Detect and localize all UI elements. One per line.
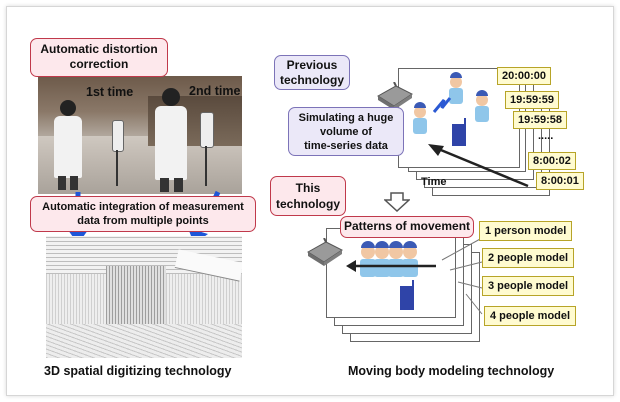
timestamp-label: 8:00:02 bbox=[528, 152, 576, 170]
down-arrow-icon bbox=[384, 192, 410, 212]
previous-technology-label: Previous technology bbox=[274, 55, 350, 90]
person-icon bbox=[413, 102, 427, 134]
timestamp-label: 19:59:58 bbox=[513, 111, 568, 129]
model-label: 4 people model bbox=[484, 306, 577, 326]
surveyor-figure bbox=[60, 100, 76, 116]
this-technology-label: This technology bbox=[270, 176, 346, 216]
sensor-device-icon bbox=[307, 238, 343, 266]
timestamp-label: 19:59:59 bbox=[505, 91, 560, 109]
person-icon bbox=[475, 90, 489, 122]
scanner-tripod bbox=[200, 112, 214, 148]
time-label: Time bbox=[421, 176, 447, 188]
first-time-label: 1st time bbox=[86, 85, 134, 99]
lightning-icon bbox=[432, 97, 452, 113]
arrow-left-icon bbox=[346, 260, 356, 272]
device-icon bbox=[452, 124, 464, 146]
timestamp-label: 8:00:01 bbox=[536, 172, 584, 190]
model-label: 1 person model bbox=[479, 221, 573, 241]
measurement-photo bbox=[38, 76, 242, 194]
point-cloud-scan bbox=[46, 236, 242, 358]
timestamp-ellipsis: ..... bbox=[538, 130, 554, 142]
arrow-head-icon bbox=[428, 144, 444, 156]
right-caption: Moving body modeling technology bbox=[348, 364, 555, 378]
model-label: 2 people model bbox=[482, 248, 575, 268]
model-label: 3 people model bbox=[482, 276, 575, 296]
device-icon bbox=[400, 286, 412, 310]
distortion-correction-label: Automatic distortion correction bbox=[30, 38, 168, 77]
person-icon bbox=[449, 72, 463, 104]
scanner-tripod bbox=[112, 120, 124, 152]
second-time-label: 2nd time bbox=[189, 84, 241, 98]
time-arrow bbox=[428, 144, 529, 188]
sensor-device-icon bbox=[377, 82, 413, 110]
integration-label: Automatic integration of measurement dat… bbox=[30, 196, 256, 232]
patterns-label: Patterns of movement bbox=[340, 216, 474, 238]
left-caption: 3D spatial digitizing technology bbox=[44, 364, 232, 378]
surveyor-figure bbox=[162, 88, 180, 106]
simulating-label: Simulating a huge volume of time-series … bbox=[288, 107, 404, 156]
timestamp-label: 20:00:00 bbox=[497, 67, 552, 85]
person-group-icon bbox=[360, 241, 418, 277]
pattern-scene bbox=[346, 241, 436, 310]
previous-scene bbox=[413, 72, 489, 146]
model-leader-lines bbox=[441, 237, 483, 315]
